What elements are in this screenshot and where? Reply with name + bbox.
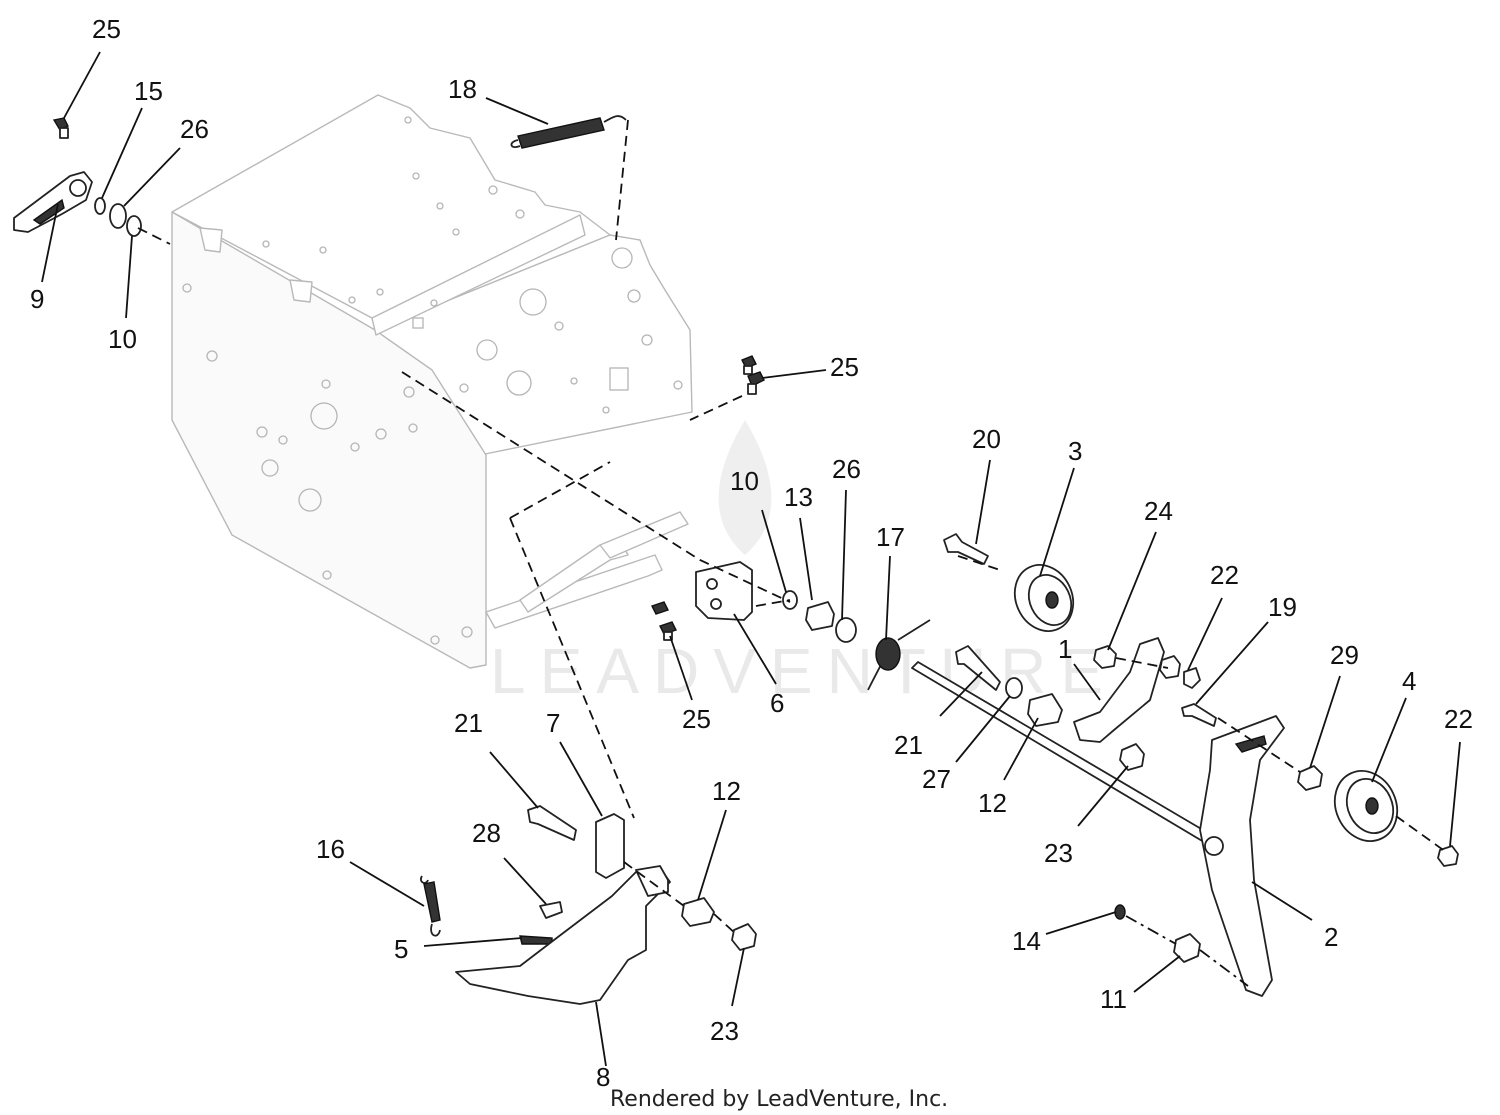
- parts: [13, 115, 1459, 1005]
- washer-part-26b: [835, 617, 857, 643]
- pulley-part-4: [1333, 770, 1399, 842]
- watermark-text: LEADVENTURE: [490, 635, 1117, 707]
- callout-4: 4: [1402, 666, 1416, 696]
- bolt-pair-icon: [741, 355, 765, 395]
- callout-23: 23: [710, 1016, 739, 1046]
- callout-17: 17: [876, 522, 905, 552]
- callout-28: 28: [472, 818, 501, 848]
- bolt-part-20: [943, 533, 989, 565]
- callout-18: 18: [448, 74, 477, 104]
- callout-25: 25: [682, 704, 711, 734]
- assembly-lines: [137, 119, 1447, 987]
- bolt-part-21b: [527, 805, 577, 841]
- nut-part-24: [1093, 645, 1117, 669]
- render-credit: Rendered by LeadVenture, Inc.: [610, 1087, 948, 1112]
- callout-15: 15: [134, 76, 163, 106]
- callout-1: 1: [1058, 634, 1072, 664]
- nut-part-23a: [1119, 743, 1145, 771]
- callout-20: 20: [972, 424, 1001, 454]
- callout-22: 22: [1210, 560, 1239, 590]
- clip-part-14: [1114, 904, 1126, 920]
- lever-part-2: [1199, 715, 1285, 997]
- nut-part-22a: [1159, 655, 1181, 679]
- callout-14: 14: [1012, 926, 1041, 956]
- chassis-frame: [171, 94, 693, 669]
- callout-26: 26: [180, 114, 209, 144]
- bolt-part-19: [1181, 703, 1217, 727]
- callout-12: 12: [712, 776, 741, 806]
- bracket-part-7: [595, 813, 625, 879]
- washer-part-26: [109, 203, 127, 229]
- callout-9: 9: [30, 284, 44, 314]
- callout-21: 21: [894, 730, 923, 760]
- callout-16: 16: [316, 834, 345, 864]
- torsion-spring-part-17: [867, 619, 931, 691]
- callout-13: 13: [784, 482, 813, 512]
- spacer-part-12a: [1027, 693, 1063, 727]
- spring-part-16: [420, 875, 441, 937]
- pin-part-5: [519, 935, 553, 945]
- pedal-part-8: [455, 867, 671, 1005]
- callout-8: 8: [596, 1062, 610, 1092]
- callout-22: 22: [1444, 704, 1473, 734]
- nut-part-23b: [731, 923, 757, 951]
- clip-part-28: [539, 901, 563, 919]
- bolt-icon: [52, 117, 69, 139]
- spacer-part-12b: [681, 897, 715, 927]
- callout-25: 25: [830, 352, 859, 382]
- callout-11: 11: [1100, 984, 1127, 1014]
- roller-part-11: [1173, 933, 1201, 963]
- callout-labels: 25 15 26 9 10 18 25 20 3 10 13 26 17 24 …: [30, 14, 1473, 1092]
- callout-12: 12: [978, 788, 1007, 818]
- callout-6: 6: [770, 688, 784, 718]
- leader-lines: [41, 51, 1461, 1067]
- bracket-arm-part-1: [1073, 637, 1165, 743]
- callout-24: 24: [1144, 496, 1173, 526]
- washer-part-15: [94, 197, 106, 215]
- callout-2: 2: [1324, 922, 1338, 952]
- arm-hole-icon: [69, 179, 87, 197]
- spacer-part-13: [805, 601, 835, 631]
- callout-21: 21: [454, 708, 483, 738]
- bushing-part-29: [1297, 765, 1323, 791]
- callout-23: 23: [1044, 838, 1073, 868]
- nut-part-22b: [1437, 845, 1459, 867]
- callout-5: 5: [394, 934, 408, 964]
- callout-3: 3: [1068, 436, 1082, 466]
- bushing-part-10: [126, 215, 142, 237]
- bolt-small-icon: [651, 601, 677, 641]
- callout-26: 26: [832, 454, 861, 484]
- callout-25: 25: [92, 14, 121, 44]
- spring-part-18: [510, 115, 627, 149]
- bracket-part-6: [695, 561, 753, 621]
- bolt-part-21a: [955, 645, 1001, 691]
- callout-10: 10: [108, 324, 137, 354]
- callout-29: 29: [1330, 640, 1359, 670]
- callout-19: 19: [1268, 592, 1297, 622]
- watermark: LEADVENTURE: [490, 420, 1117, 707]
- washer-part-27: [1005, 677, 1023, 699]
- watermark-flame-icon: [718, 420, 772, 555]
- callout-10: 10: [730, 466, 759, 496]
- pulley-part-3: [1013, 564, 1075, 632]
- callout-27: 27: [922, 764, 951, 794]
- callout-7: 7: [546, 708, 560, 738]
